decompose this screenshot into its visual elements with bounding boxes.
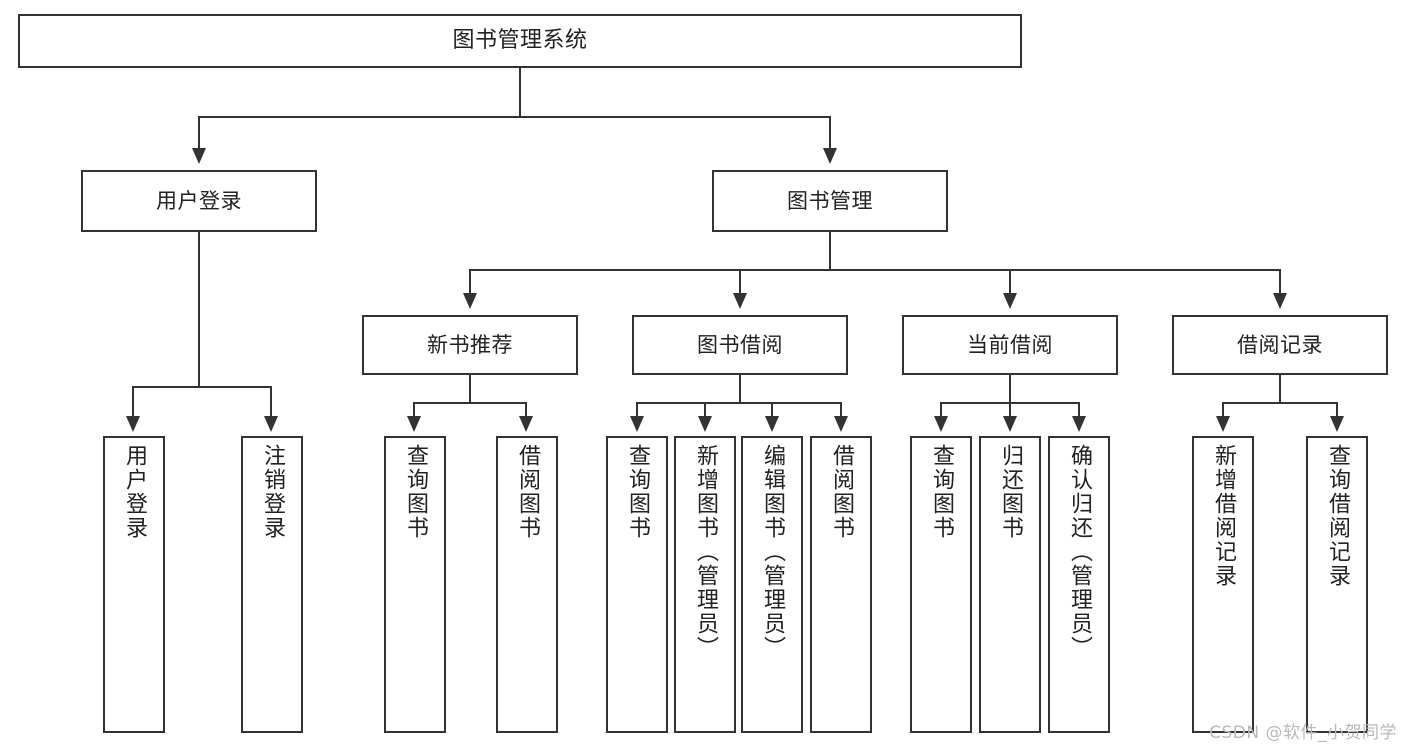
node-label: 当前借阅 bbox=[967, 332, 1053, 357]
leaf-node-borrow-book-2[interactable]: 借阅图书 bbox=[810, 436, 872, 733]
node-label: 新增借阅记录 bbox=[1211, 444, 1236, 588]
node-current-borrow[interactable]: 当前借阅 bbox=[902, 315, 1118, 375]
arrowhead-leaf-borrow-book-1 bbox=[519, 416, 533, 432]
arrowhead-user-login bbox=[192, 148, 206, 164]
node-label: 借阅记录 bbox=[1237, 332, 1323, 357]
leaf-node-edit-book[interactable]: 编辑图书（管理员） bbox=[741, 436, 803, 733]
node-root-book-management-system[interactable]: 图书管理系统 bbox=[18, 14, 1022, 68]
connector-level2-drop-2 bbox=[739, 269, 741, 295]
arrowhead-leaf-add-book bbox=[698, 416, 712, 432]
node-label: 图书借阅 bbox=[697, 332, 783, 357]
connector-current-borrow-drop-2 bbox=[1009, 402, 1011, 418]
connector-book-borrow-drop-4 bbox=[840, 402, 842, 418]
node-label: 编辑图书（管理员） bbox=[760, 444, 785, 660]
csdn-watermark: CSDN @软件_小贺同学 bbox=[1209, 723, 1397, 743]
node-label: 查询图书 bbox=[625, 444, 650, 540]
connector-book-manage-stem bbox=[829, 232, 831, 270]
arrowhead-book-borrow bbox=[733, 293, 747, 309]
connector-new-book-drop-2 bbox=[525, 402, 527, 418]
arrowhead-borrow-record bbox=[1273, 293, 1287, 309]
connector-level1-bus bbox=[198, 116, 831, 118]
connector-level1-drop-user-login bbox=[198, 116, 200, 150]
leaf-node-query-book-3[interactable]: 查询图书 bbox=[910, 436, 972, 733]
arrowhead-leaf-user-login bbox=[126, 416, 140, 432]
node-label: 图书管理系统 bbox=[452, 28, 588, 54]
node-borrow-record[interactable]: 借阅记录 bbox=[1172, 315, 1388, 375]
connector-user-login-drop-1 bbox=[132, 386, 134, 418]
connector-user-login-bus bbox=[132, 386, 272, 388]
arrowhead-leaf-query-book-2 bbox=[630, 416, 644, 432]
node-label: 查询图书 bbox=[929, 444, 954, 540]
connector-level1-drop-book-manage bbox=[829, 116, 831, 150]
leaf-node-user-login[interactable]: 用户登录 bbox=[103, 436, 165, 733]
connector-new-book-stem bbox=[469, 375, 471, 403]
arrowhead-new-book-recommend bbox=[463, 293, 477, 309]
node-label: 用户登录 bbox=[156, 188, 242, 213]
arrowhead-leaf-user-logout bbox=[264, 416, 278, 432]
connector-root-stem bbox=[519, 68, 521, 117]
arrowhead-leaf-confirm-return bbox=[1072, 416, 1086, 432]
arrowhead-book-manage bbox=[823, 148, 837, 164]
node-label: 确认归还（管理员） bbox=[1067, 444, 1092, 660]
arrowhead-leaf-query-book-1 bbox=[407, 416, 421, 432]
node-label: 借阅图书 bbox=[515, 444, 540, 540]
leaf-node-add-record[interactable]: 新增借阅记录 bbox=[1192, 436, 1254, 733]
connector-borrow-record-bus bbox=[1222, 402, 1338, 404]
connector-borrow-record-drop-1 bbox=[1222, 402, 1224, 418]
connector-user-login-stem bbox=[198, 232, 200, 387]
connector-borrow-record-stem bbox=[1279, 375, 1281, 403]
connector-new-book-drop-1 bbox=[413, 402, 415, 418]
connector-borrow-record-drop-2 bbox=[1336, 402, 1338, 418]
connector-book-borrow-bus bbox=[636, 402, 842, 404]
node-user-login[interactable]: 用户登录 bbox=[81, 170, 317, 232]
connector-level2-drop-3 bbox=[1009, 269, 1011, 295]
leaf-node-add-book[interactable]: 新增图书（管理员） bbox=[674, 436, 736, 733]
arrowhead-leaf-query-book-3 bbox=[934, 416, 948, 432]
node-label: 新书推荐 bbox=[427, 332, 513, 357]
node-label: 归还图书 bbox=[998, 444, 1023, 540]
connector-book-borrow-drop-3 bbox=[771, 402, 773, 418]
node-book-borrow[interactable]: 图书借阅 bbox=[632, 315, 848, 375]
arrowhead-leaf-return-book bbox=[1003, 416, 1017, 432]
arrowhead-leaf-add-record bbox=[1216, 416, 1230, 432]
leaf-node-borrow-book-1[interactable]: 借阅图书 bbox=[496, 436, 558, 733]
connector-current-borrow-stem bbox=[1009, 375, 1011, 403]
node-label: 借阅图书 bbox=[829, 444, 854, 540]
arrowhead-leaf-borrow-book-2 bbox=[834, 416, 848, 432]
connector-current-borrow-drop-1 bbox=[940, 402, 942, 418]
leaf-node-query-record[interactable]: 查询借阅记录 bbox=[1306, 436, 1368, 733]
leaf-node-query-book-2[interactable]: 查询图书 bbox=[606, 436, 668, 733]
node-label: 用户登录 bbox=[122, 444, 147, 540]
connector-book-borrow-drop-1 bbox=[636, 402, 638, 418]
node-book-management[interactable]: 图书管理 bbox=[712, 170, 948, 232]
node-label: 图书管理 bbox=[787, 188, 873, 213]
arrowhead-leaf-query-record bbox=[1330, 416, 1344, 432]
node-label: 注销登录 bbox=[260, 444, 285, 540]
leaf-node-return-book[interactable]: 归还图书 bbox=[979, 436, 1041, 733]
node-label: 查询借阅记录 bbox=[1325, 444, 1350, 588]
arrowhead-current-borrow bbox=[1003, 293, 1017, 309]
connector-book-borrow-drop-2 bbox=[704, 402, 706, 418]
connector-user-login-drop-2 bbox=[270, 386, 272, 418]
connector-level2-drop-4 bbox=[1279, 269, 1281, 295]
leaf-node-query-book-1[interactable]: 查询图书 bbox=[384, 436, 446, 733]
leaf-node-user-logout[interactable]: 注销登录 bbox=[241, 436, 303, 733]
connector-current-borrow-drop-3 bbox=[1078, 402, 1080, 418]
arrowhead-leaf-edit-book bbox=[765, 416, 779, 432]
node-new-book-recommend[interactable]: 新书推荐 bbox=[362, 315, 578, 375]
connector-new-book-bus bbox=[413, 402, 527, 404]
connector-level2-drop-1 bbox=[469, 269, 471, 295]
connector-book-borrow-stem bbox=[739, 375, 741, 403]
node-label: 新增图书（管理员） bbox=[693, 444, 718, 660]
node-label: 查询图书 bbox=[403, 444, 428, 540]
leaf-node-confirm-return[interactable]: 确认归还（管理员） bbox=[1048, 436, 1110, 733]
connector-level2-bus bbox=[469, 269, 1280, 271]
